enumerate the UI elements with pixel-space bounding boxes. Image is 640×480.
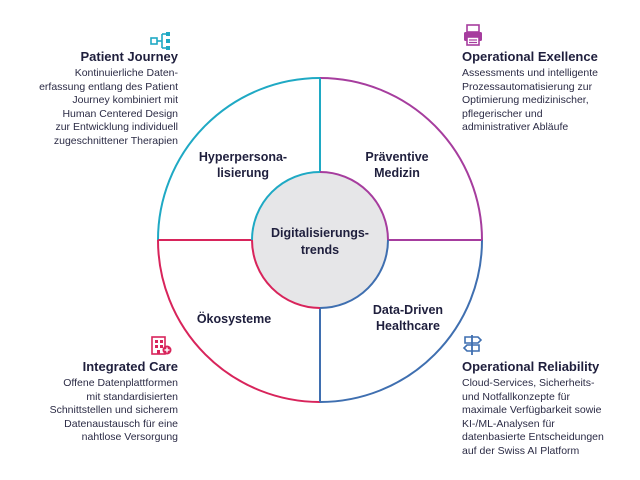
signpost-icon	[462, 335, 483, 355]
block-text-line: Human Centered Design	[62, 107, 178, 120]
inner-arc-bottom-right	[319, 239, 389, 309]
center-label: Digitalisierungs- trends	[263, 225, 377, 259]
ring-arc-top-right	[319, 77, 483, 241]
quadrant-line: Data-Driven	[372, 303, 444, 317]
center-line-2: trends	[300, 243, 340, 257]
network-node-icon	[150, 32, 170, 50]
block-text-line: erfassung entlang des Patient	[39, 80, 178, 93]
block-text-line: mit standardisierten	[86, 390, 178, 403]
block-title: Patient Journey	[80, 49, 178, 64]
quadrant-label-data-driven-healthcare: Data-Driven Healthcare	[360, 302, 456, 334]
quadrant-line: Präventive	[365, 150, 429, 164]
block-title: Operational Reliability	[462, 359, 600, 374]
center-line-1: Digitalisierungs-	[271, 226, 369, 240]
block-title: Operational Exellence	[462, 49, 598, 64]
block-text-line: Prozessautomatisierung zur	[462, 80, 593, 93]
inner-arc-bottom-left	[251, 239, 321, 309]
quadrant-line: Medizin	[374, 166, 420, 180]
quadrant-line: Hyperpersona-	[198, 150, 288, 164]
block-text-line: Cloud-Services, Sicherheits-	[462, 377, 595, 389]
quadrant-label-praeventive-medizin: Präventive Medizin	[352, 149, 442, 181]
quadrant-label-oekosysteme: Ökosysteme	[186, 311, 282, 327]
block-text-line: zur Entwicklung individuell	[55, 121, 178, 134]
block-operational-excellence: Operational Exellence Assessments und in…	[462, 48, 598, 135]
block-text-line: Optimierung medizinischer,	[462, 94, 589, 107]
quadrant-line: lisierung	[216, 166, 270, 180]
block-patient-journey: Patient Journey Kontinuierliche Daten- e…	[39, 48, 178, 149]
block-title: Integrated Care	[82, 359, 178, 374]
block-text-line: Journey kombiniert mit	[72, 94, 178, 107]
block-text-line: Assessments und intelligente	[462, 67, 598, 79]
inner-arc-top-right	[319, 171, 389, 241]
block-text-line: pflegerischer und	[462, 107, 543, 120]
printer-icon	[464, 24, 482, 46]
inner-arc-top-left	[251, 171, 321, 241]
block-text-line: KI-/ML-Analysen für	[462, 417, 555, 430]
block-text-line: nahtlose Versorgung	[81, 431, 178, 444]
block-text-line: Datenaustausch für eine	[64, 417, 178, 430]
block-text-line: und Notfallkonzepte für	[462, 390, 570, 403]
block-integrated-care: Integrated Care Offene Datenplattformen …	[50, 358, 178, 445]
block-text-line: Kontinuierliche Daten-	[74, 67, 178, 79]
ring-arc-top-left	[157, 77, 321, 241]
ring-arc-bottom-left	[157, 239, 321, 403]
block-text-line: maximale Verfügbarkeit sowie	[462, 404, 602, 417]
block-operational-reliability: Operational Reliability Cloud-Services, …	[462, 358, 604, 459]
quadrant-line: Healthcare	[376, 319, 440, 333]
ring-arc-bottom-right	[319, 239, 483, 403]
hospital-building-icon	[151, 336, 172, 355]
center-circle	[252, 172, 388, 308]
block-text-line: datenbasierte Entscheidungen	[462, 431, 604, 444]
block-text-line: administrativer Abläufe	[462, 121, 569, 134]
block-text-line: auf der Swiss AI Platform	[462, 444, 580, 457]
block-text-line: Schnittstellen und sicherem	[49, 404, 178, 417]
block-text-line: zugeschnittener Therapien	[53, 134, 178, 147]
quadrant-label-hyperpersonalisierung: Hyperpersona- lisierung	[188, 149, 298, 181]
block-text-line: Offene Datenplattformen	[63, 377, 178, 389]
quadrant-line: Ökosysteme	[196, 312, 272, 326]
